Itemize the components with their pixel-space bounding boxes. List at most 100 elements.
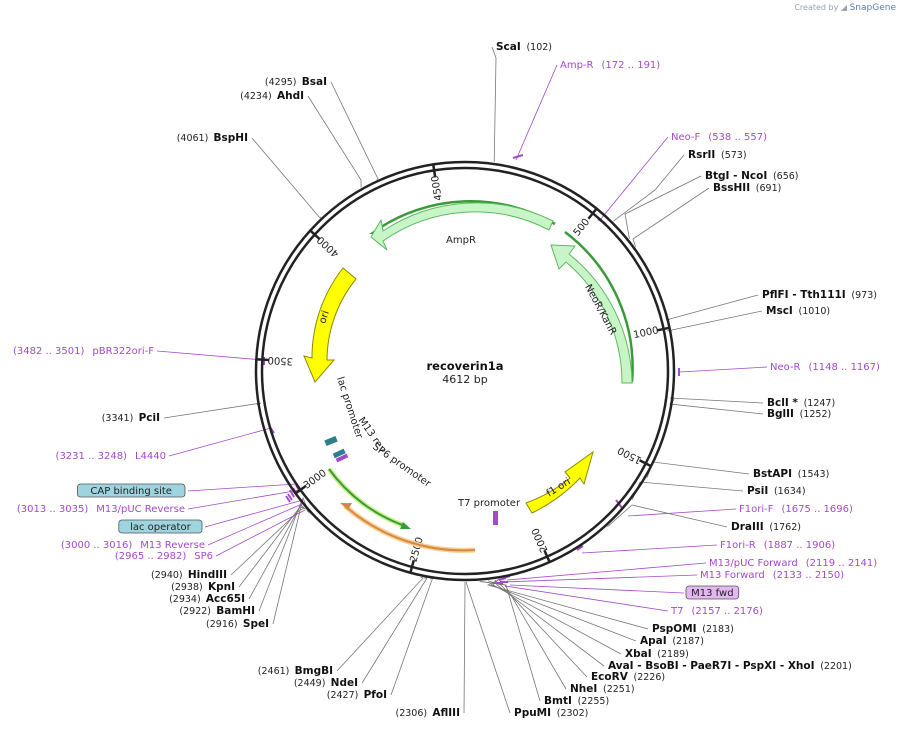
enzyme-site-label[interactable]: XbaI (2189) <box>625 648 689 660</box>
primer-site-label[interactable]: (3000 .. 3016)M13 Reverse <box>61 540 205 551</box>
enzyme-name: AflIII <box>432 707 460 719</box>
enzyme-site-label[interactable]: (2427)PfoI <box>327 689 387 701</box>
enzyme-position: (4061) <box>177 133 209 144</box>
enzyme-site-label[interactable]: PpuMI(2302) <box>514 707 588 719</box>
feature-neor-kanr[interactable] <box>550 231 634 384</box>
enzyme-site-label[interactable]: MscI(1010) <box>766 305 830 317</box>
enzyme-name: PsiI <box>747 485 768 497</box>
primer-site-label[interactable]: Neo-F(538 .. 557) <box>671 132 767 143</box>
primer-site-label[interactable]: F1ori-F(1675 .. 1696) <box>739 504 853 515</box>
tick-label: 4500 <box>430 175 445 202</box>
primer-site-mark <box>285 495 291 503</box>
feature-f1-ori[interactable] <box>525 450 594 514</box>
enzyme-site-label[interactable]: BstAPI(1543) <box>753 468 829 480</box>
enzyme-position: (2189) <box>657 649 689 660</box>
primer-range: (1887 .. 1906) <box>764 540 836 551</box>
enzyme-site-label[interactable]: PsiI(1634) <box>747 485 806 497</box>
primer-site-mark <box>498 577 507 581</box>
enzyme-name: HindIII <box>188 569 227 581</box>
enzyme-site-label[interactable]: RsrII(573) <box>688 149 747 161</box>
primer-leader-line <box>679 366 768 373</box>
enzyme-site-label[interactable]: (2938)KpnI <box>171 581 235 593</box>
enzyme-site-label[interactable]: NheI(2251) <box>570 683 635 695</box>
primer-site-label[interactable]: (3231 .. 3248)L4440 <box>56 451 166 462</box>
enzyme-site-label[interactable]: PspOMI(2183) <box>652 623 734 635</box>
enzyme-leader-line <box>330 81 379 180</box>
feature-m13-boxes <box>324 435 498 525</box>
primer-site-label[interactable]: F1ori-R (1887 .. 1906) <box>720 540 835 551</box>
enzyme-site-label[interactable]: BclI *(1247) <box>767 397 835 409</box>
primer-site-label[interactable]: (3013 .. 3035)M13/pUC Reverse <box>17 504 185 515</box>
enzyme-position: (2302) <box>557 708 589 719</box>
primer-leader-line <box>187 483 297 492</box>
primer-site-label[interactable]: Neo-R(1148 .. 1167) <box>770 362 880 373</box>
plasmid-length: 4612 bp <box>442 373 487 386</box>
enzyme-position: (973) <box>851 290 877 301</box>
enzyme-site-label[interactable]: ApaI(2187) <box>640 635 704 647</box>
primer-site-label[interactable]: M13/pUC Forward(2119 .. 2141) <box>709 558 877 569</box>
credit-prefix: Created by <box>794 3 839 12</box>
primer-site-label[interactable]: (3482 .. 3501)pBR322ori-F <box>13 346 154 357</box>
enzyme-site-label[interactable]: (2449)NdeI <box>294 677 358 689</box>
tick-label: 3000 <box>302 468 329 492</box>
enzyme-site-label[interactable]: (2306)AflIII <box>396 707 460 719</box>
feature-t7-promoter[interactable] <box>340 503 476 553</box>
enzyme-position: (2940) <box>151 570 183 581</box>
tick-label: 2000 <box>530 526 550 554</box>
feature-ori[interactable] <box>303 267 357 383</box>
enzyme-site-label[interactable]: BglII(1252) <box>767 408 831 420</box>
enzyme-site-label[interactable]: PflFI - Tth111I(973) <box>762 289 877 301</box>
enzyme-site-label[interactable]: (2940) HindIII <box>151 569 227 581</box>
enzyme-leader-line <box>665 294 759 321</box>
enzyme-site-label[interactable]: (2922)BamHI <box>179 605 255 617</box>
primer-leader-line <box>627 508 737 517</box>
enzyme-leader-line <box>646 461 750 479</box>
primer-site-label[interactable]: T7(2157 .. 2176) <box>670 606 763 617</box>
feature-ampr[interactable] <box>369 200 556 251</box>
enzyme-site-label[interactable]: (2916)SpeI <box>206 618 269 630</box>
enzyme-site-label[interactable]: BssHII(691) <box>713 182 781 194</box>
enzyme-site-label[interactable]: (3341)PciI <box>102 412 160 424</box>
plasmid-name: recoverin1a <box>426 359 503 373</box>
enzyme-site-label[interactable]: (4295)BsaI <box>265 76 327 88</box>
feature-sp6-promoter[interactable] <box>326 467 411 529</box>
primer-site-label[interactable]: M13 Forward(2133 .. 2150) <box>700 570 844 581</box>
enzyme-leader-line <box>248 504 306 600</box>
enzyme-name: BtgI - NcoI <box>705 170 767 182</box>
primer-leader-line <box>215 509 306 557</box>
enzyme-site-label[interactable]: (4234)AhdI <box>240 90 304 102</box>
enzyme-leader-line <box>251 137 322 219</box>
enzyme-leader-line <box>666 310 763 332</box>
enzyme-site-label[interactable]: AvaI - BsoBI - PaeR7I - PspXI - XhoI(220… <box>608 660 852 672</box>
primer-site-label[interactable]: Amp-R(172 .. 191) <box>560 60 660 71</box>
enzyme-site-label[interactable]: EcoRV(2226) <box>591 671 665 683</box>
enzyme-site-label[interactable]: BtgI - NcoI(656) <box>705 170 798 182</box>
enzyme-position: (1252) <box>800 409 832 420</box>
enzyme-name: ApaI <box>640 635 667 647</box>
callout-label[interactable]: M13 fwd <box>691 588 733 599</box>
primer-range: (3013 .. 3035) <box>17 504 89 515</box>
enzyme-position: (1543) <box>798 469 830 480</box>
enzyme-site-label[interactable]: DraIII(1762) <box>731 521 801 533</box>
callout-label[interactable]: lac operator <box>130 522 191 533</box>
enzyme-position: (2255) <box>578 696 610 707</box>
enzyme-site-label[interactable]: (2461)BmgBI <box>258 665 333 677</box>
enzyme-leader-line <box>613 154 685 222</box>
enzyme-site-label[interactable]: (2934)Acc65I <box>169 593 245 605</box>
enzyme-site-label[interactable]: BmtI(2255) <box>544 695 609 707</box>
tick-mark <box>543 549 552 564</box>
enzyme-name: BsaI <box>302 76 327 88</box>
primer-site-label[interactable]: (2965 .. 2982)SP6 <box>115 551 213 562</box>
enzyme-position: (2934) <box>169 594 201 605</box>
enzyme-leader-line <box>390 575 434 696</box>
enzyme-position: (2449) <box>294 678 326 689</box>
enzyme-site-label[interactable]: (4061)BspHI <box>177 132 248 144</box>
callout-label[interactable]: CAP binding site <box>90 486 172 497</box>
primer-range: (3000 .. 3016) <box>61 540 133 551</box>
enzyme-name: XbaI <box>625 648 652 660</box>
enzyme-name: AhdI <box>277 90 304 102</box>
primer-name: F1ori-R <box>720 540 756 551</box>
primer-site-mark <box>512 154 524 159</box>
primer-leader-line <box>156 350 264 361</box>
enzyme-site-label[interactable]: ScaI(102) <box>496 41 552 53</box>
